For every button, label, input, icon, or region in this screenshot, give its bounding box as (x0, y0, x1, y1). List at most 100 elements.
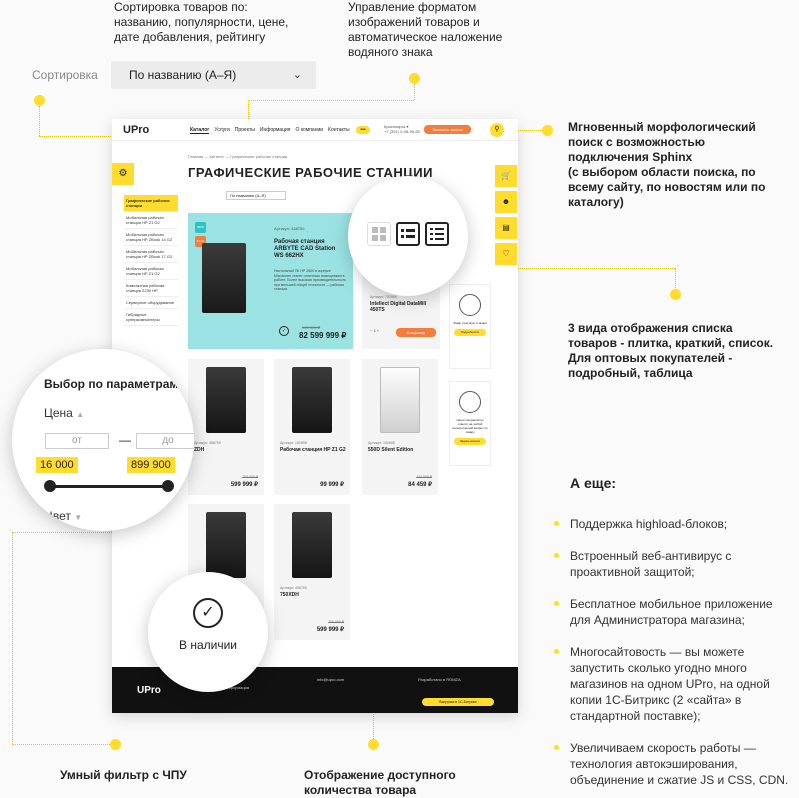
right-rail: 🛒 ☻ ▤ ♡ (495, 165, 517, 269)
question-card: Наши специалисты ответят на любой интере… (449, 381, 491, 466)
product-price: 599 999 ₽ (316, 627, 344, 633)
price-slider-track[interactable] (49, 485, 169, 488)
product-card[interactable]: Артикул: 458759 ZDH 700 000 ₽ 599 999 ₽ (188, 359, 264, 495)
category-item[interactable]: Мобильная рабочая станция HP Z1 G2 (124, 263, 178, 280)
connector-line (39, 106, 40, 136)
category-item[interactable]: Графические рабочие станции (124, 195, 178, 212)
stock-label: В наличии (178, 638, 237, 652)
view-short-icon[interactable] (396, 222, 420, 246)
filter-color-label[interactable]: Цвет ▼ (44, 509, 83, 523)
category-item[interactable]: Гибридные суперкомпьютеры (124, 309, 178, 326)
price-from-input[interactable]: от (45, 433, 109, 449)
product-price: 82 599 999 ₽ (299, 331, 347, 340)
footer-email[interactable]: info@upro.com (317, 677, 345, 682)
product-name[interactable]: Рабочая станция HP Z1 G2 (280, 447, 346, 453)
mini-sort-select[interactable]: По названию (А–Я) (226, 191, 286, 200)
gear-icon[interactable]: ⚙ (112, 163, 134, 185)
product-article: Артикул: 458759 (274, 226, 305, 231)
connector-line (675, 268, 676, 290)
badge-sale: SALE (195, 236, 206, 247)
city-selector[interactable]: Красноярск ▾+7 (391) 2-95-95-95 (384, 124, 420, 134)
bitrix-export-button[interactable]: Выгрузка в 1С-Битрикс (422, 698, 494, 706)
featured-product[interactable]: NEW SALE Артикул: 458759 Рабочая станция… (188, 213, 353, 349)
product-image (206, 367, 246, 433)
product-card[interactable]: Артикул: 152698 Рабочая станция HP Z1 G2… (274, 359, 350, 495)
old-price: 700 000 ₽ (242, 475, 258, 479)
ask-question-button[interactable]: Задать вопрос (454, 438, 486, 445)
callout-images: Управление форматом изображений товаров … (348, 0, 503, 59)
compare-icon[interactable]: ▤ (495, 217, 517, 239)
callout-search: Мгновенный морфологический поиск с возмо… (568, 120, 766, 209)
more-item: Увеличиваем скорость работы — технология… (554, 741, 789, 787)
price-max-value: 899 900 (127, 457, 175, 473)
category-item[interactable]: Мобильная рабочая станция HP ZBook 17 G2 (124, 246, 178, 263)
nav-item-about[interactable]: О компании (295, 127, 324, 133)
chat-icon (459, 391, 481, 413)
range-dash: — (119, 433, 131, 447)
product-article: Артикул: 458759 (280, 586, 307, 590)
product-card[interactable]: Артикул: 152698 550D Silent Edition 124 … (362, 359, 438, 495)
callout-views: 3 вида отображения списка товаров - плит… (568, 321, 774, 380)
quantity-stepper[interactable]: − 1 + (370, 328, 380, 333)
old-price: 120 000 ₽ (302, 325, 321, 330)
product-name[interactable]: Рабочая станция ARBYTE CAD Station WS 66… (274, 239, 336, 259)
call-button[interactable]: Заказать звонок (424, 125, 471, 134)
category-item[interactable]: Мобильная рабочая станция HP ZBook 14 G2 (124, 229, 178, 246)
category-item[interactable]: Мобильная рабочая станция HP Z1 G2 (124, 212, 178, 229)
tag-icon (459, 294, 481, 316)
view-list-icon[interactable] (425, 222, 449, 246)
connector-dot (670, 289, 681, 300)
sort-label: Сортировка (32, 68, 98, 82)
details-button[interactable]: Подробности (454, 329, 486, 336)
product-name[interactable]: ZDH (194, 447, 205, 453)
product-name[interactable]: 550D Silent Edition (368, 447, 414, 453)
filter-title: Выбор по параметрам (44, 377, 179, 391)
search-icon[interactable]: ⚲ (490, 123, 504, 137)
sort-select[interactable]: По названию (А–Я) ⌄ (111, 61, 316, 89)
product-price: 84 459 ₽ (408, 482, 432, 488)
more-item: Многосайтовость — вы можете запустить ск… (554, 644, 790, 724)
price-slider-min-handle[interactable] (44, 480, 56, 492)
category-item[interactable]: Серверное оборудование (124, 297, 178, 309)
developer-credit[interactable]: Разработано в ROMZA (418, 677, 461, 682)
filter-price-label[interactable]: Цена ▲ (44, 406, 85, 420)
add-to-cart-button[interactable]: В корзину (396, 328, 436, 337)
product-image (292, 367, 332, 433)
site-logo[interactable]: UPro (123, 124, 150, 136)
more-menu-button[interactable]: ••• (356, 126, 370, 134)
nav-item-services[interactable]: Услуги (214, 127, 230, 133)
footer-logo[interactable]: UPro (137, 685, 161, 696)
product-card[interactable]: Артикул: 458759 750XDH 700 000 ₽ 599 999… (274, 504, 350, 640)
product-name[interactable]: 750XDH (280, 592, 299, 598)
connector-line (39, 136, 119, 137)
connector-line (505, 130, 543, 131)
favorite-icon[interactable]: ♡ (495, 243, 517, 265)
view-tile-icon[interactable] (367, 222, 391, 246)
product-article: Артикул: 753956 (370, 295, 397, 299)
price-slider-max-handle[interactable] (162, 480, 174, 492)
connector-line (12, 744, 110, 745)
promo-text: Товар участвует в акции (453, 321, 487, 325)
connector-line (248, 100, 414, 101)
old-price: 124 000 ₽ (416, 475, 432, 479)
more-title: А еще: (570, 475, 617, 491)
nav-item-projects[interactable]: Проекты (234, 127, 255, 133)
connector-dot (110, 739, 121, 750)
product-name[interactable]: Intellect Digital DataMill 450TS (370, 301, 427, 313)
cart-icon[interactable]: 🛒 (495, 165, 517, 187)
connector-dot (542, 125, 553, 136)
old-price: 700 000 ₽ (328, 620, 344, 624)
more-item: Поддержка highload-блоков; (554, 516, 790, 532)
product-image (292, 512, 332, 578)
nav-item-contacts[interactable]: Контакты (328, 127, 350, 133)
user-icon[interactable]: ☻ (495, 191, 517, 213)
price-to-input[interactable]: до (136, 433, 194, 449)
connector-dot (34, 95, 45, 106)
category-item[interactable]: Компактная рабочая станция Z230 HP (124, 280, 178, 297)
more-item: Встроенный веб-антивирус с проактивной з… (554, 548, 790, 580)
nav-item-catalog[interactable]: Каталог (190, 127, 210, 134)
connector-dot (409, 73, 420, 84)
question-text: Наши специалисты ответят на любой интере… (452, 418, 488, 434)
nav-item-info[interactable]: Информация (259, 127, 291, 133)
product-price: 599 999 ₽ (230, 482, 258, 488)
